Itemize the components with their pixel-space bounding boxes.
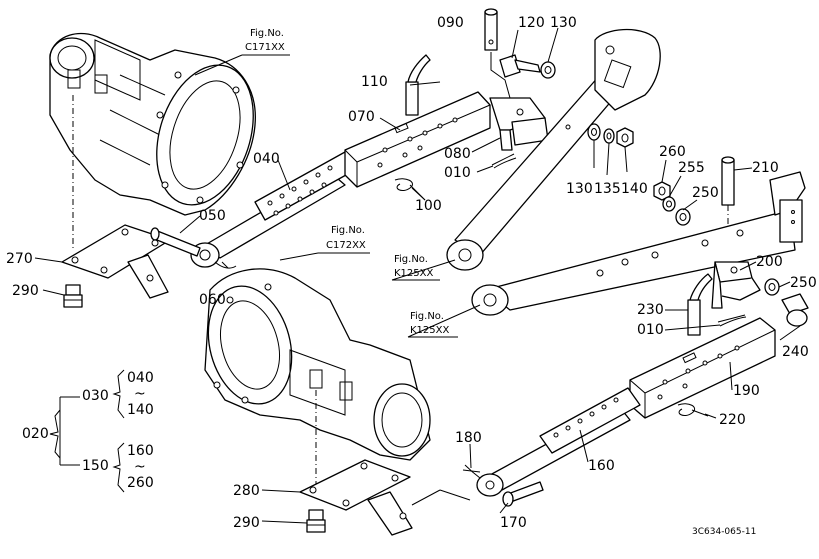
clip-010-lower <box>717 314 747 327</box>
clip-220 <box>677 403 709 417</box>
label-060: 060 <box>199 292 226 308</box>
pin-090 <box>484 8 498 51</box>
fig-k125-lower-label: Fig.No. <box>410 311 444 322</box>
fig-k125-upper-code: K125XX <box>394 268 433 279</box>
label-190: 190 <box>733 383 760 399</box>
legend-brace-root <box>49 409 61 459</box>
legend-group-2: 150 <box>82 458 109 474</box>
fig-c172-label: Fig.No. <box>331 225 365 236</box>
label-280: 280 <box>233 483 260 499</box>
fig-c172-code: C172XX <box>326 240 366 251</box>
label-070: 070 <box>348 109 375 125</box>
washer-255 <box>662 196 676 212</box>
label-080: 080 <box>444 146 471 162</box>
legend-g2-to: 260 <box>127 475 154 491</box>
label-140: 140 <box>621 181 648 197</box>
point-marker <box>565 124 571 130</box>
legend-g1-tilde: ~ <box>134 386 146 402</box>
bracket-200 <box>711 261 761 309</box>
legend-g2-from: 160 <box>127 443 154 459</box>
bracket-080 <box>489 97 549 151</box>
label-250-upper: 250 <box>692 185 719 201</box>
label-240: 240 <box>782 344 809 360</box>
clip-010-upper <box>491 153 517 169</box>
label-100: 100 <box>415 198 442 214</box>
lower-link <box>471 171 806 316</box>
bolt-290-lower <box>306 509 326 533</box>
label-250-lower: 250 <box>790 275 817 291</box>
bolt-290-upper <box>63 284 83 308</box>
top-link-upper <box>446 28 661 271</box>
tube-070 <box>344 91 491 188</box>
label-260: 260 <box>659 144 686 160</box>
clip-060 <box>214 261 237 269</box>
label-255: 255 <box>678 160 705 176</box>
axle-housing-right-lower <box>204 268 431 461</box>
fig-c171-label: Fig.No. <box>250 28 284 39</box>
tube-190 <box>629 317 776 419</box>
clip-180 <box>462 464 481 479</box>
pin-230 <box>687 273 713 336</box>
label-130-lower: 130 <box>566 181 593 197</box>
label-135: 135 <box>594 181 621 197</box>
assembly-legend: 020 030 040 ~ 140 150 160 ~ 260 <box>22 369 154 493</box>
bolt-120 <box>499 54 541 78</box>
legend-g1-from: 040 <box>127 370 154 386</box>
pin-170 <box>502 481 544 507</box>
pin-210 <box>721 156 735 206</box>
legend-g2-tilde: ~ <box>134 459 146 475</box>
clip-100 <box>394 178 426 201</box>
label-290-lower: 290 <box>233 515 260 531</box>
fig-k125-lower-code: K125XX <box>410 325 449 336</box>
legend-root: 020 <box>22 426 49 442</box>
pin-110 <box>405 54 431 116</box>
axle-housing-left-upper <box>49 32 256 216</box>
leader-lines <box>34 27 801 524</box>
label-290-upper: 290 <box>12 283 39 299</box>
drawing-code: 3C634-065-11 <box>692 527 756 537</box>
label-230: 230 <box>637 302 664 318</box>
fig-k125-upper-label: Fig.No. <box>394 254 428 265</box>
label-200: 200 <box>756 254 783 270</box>
label-180: 180 <box>455 430 482 446</box>
washer-250-upper <box>675 208 691 226</box>
pin-050 <box>150 227 201 257</box>
plate-270 <box>61 224 171 299</box>
label-090: 090 <box>437 15 464 31</box>
label-270: 270 <box>6 251 33 267</box>
label-130-upper: 130 <box>550 15 577 31</box>
label-220: 220 <box>719 412 746 428</box>
label-160: 160 <box>588 458 615 474</box>
label-010-lower: 010 <box>637 322 664 338</box>
label-120: 120 <box>518 15 545 31</box>
label-170: 170 <box>500 515 527 531</box>
figure-references: Fig.No. C171XX Fig.No. C172XX Fig.No. K1… <box>245 28 449 336</box>
legend-g1-to: 140 <box>127 402 154 418</box>
check-link-160 <box>476 387 641 497</box>
legend-group-1: 030 <box>82 388 109 404</box>
leader-090 <box>490 52 511 99</box>
legend-brace-g2 <box>112 442 125 493</box>
nut-140 <box>616 127 634 148</box>
label-210: 210 <box>752 160 779 176</box>
washer-135 <box>603 128 615 144</box>
washer-250-lower <box>764 278 780 296</box>
part-labels: 090 120 130 110 070 080 010 100 040 050 … <box>6 15 817 531</box>
washer-130-lower <box>587 123 601 141</box>
plate-280 <box>299 459 413 536</box>
fig-c171-code: C171XX <box>245 42 285 53</box>
label-050: 050 <box>199 208 226 224</box>
check-link-040 <box>190 151 356 268</box>
pin-240 <box>781 293 809 327</box>
washer-130-upper <box>540 61 556 79</box>
label-010-upper: 010 <box>444 165 471 181</box>
label-110: 110 <box>361 74 388 90</box>
legend-brace-g1 <box>112 369 125 419</box>
label-040: 040 <box>253 151 280 167</box>
